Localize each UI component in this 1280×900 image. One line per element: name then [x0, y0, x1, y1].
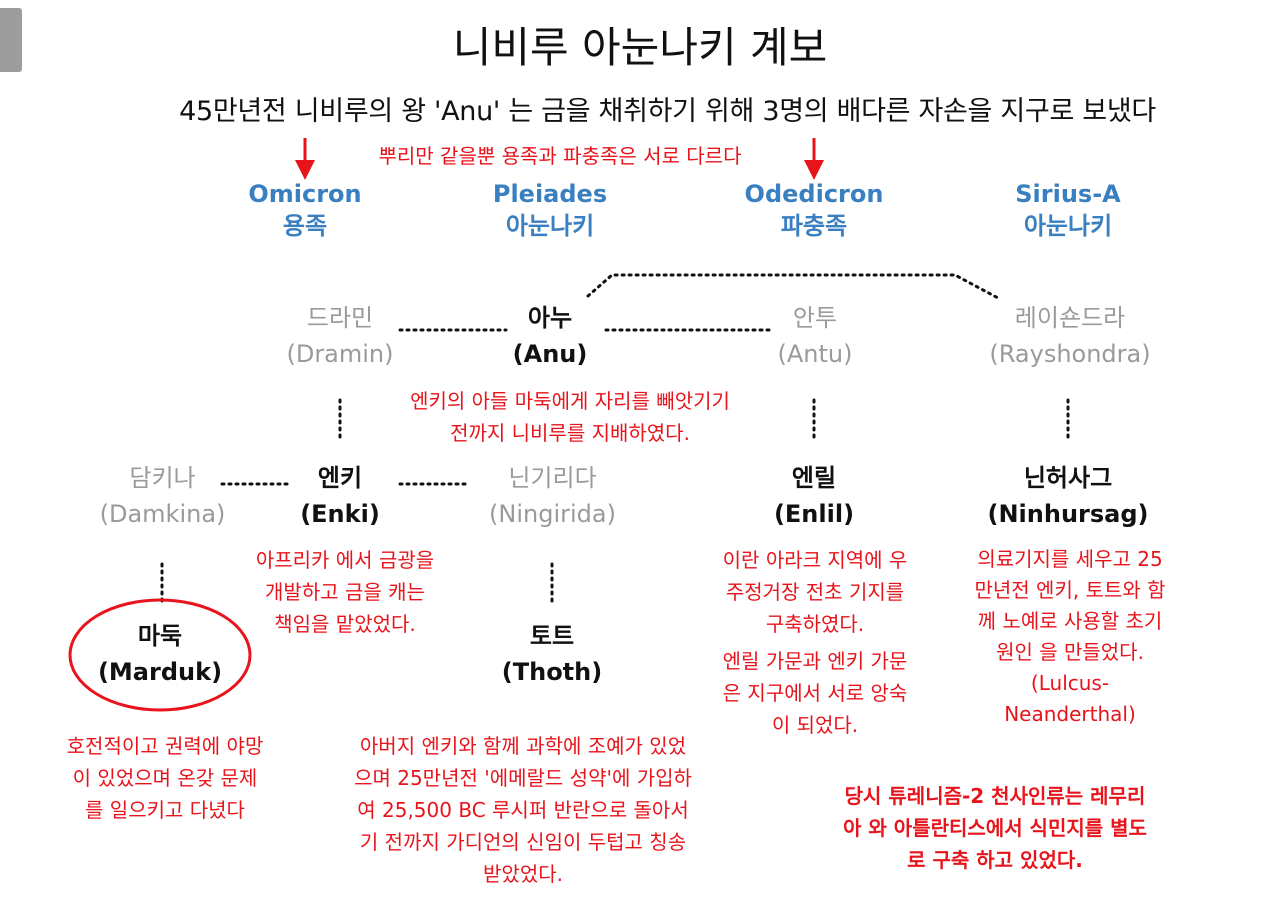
marduk-highlight-circle — [68, 598, 252, 712]
note-ninhursag: 의료기지를 세우고 25 만년전 엔키, 토트와 함 께 노예로 사용할 초기 … — [945, 544, 1195, 730]
group-name: Pleiades — [492, 180, 608, 208]
node-name-kr: 닌기리다 — [508, 464, 597, 492]
node-name-en: (Anu) — [512, 340, 588, 368]
node-name-en: (Thoth) — [501, 658, 603, 686]
node-name-kr: 담키나 — [129, 464, 196, 492]
link-anu-rayshondra — [586, 273, 1000, 300]
node-antu: 안투 (Antu) — [740, 300, 890, 372]
node-damkina: 담키나 (Damkina) — [80, 460, 245, 532]
node-enlil: 엔릴 (Enlil) — [744, 460, 884, 532]
note-line: 만년전 엔키, 토트와 함 — [974, 578, 1166, 602]
group-type: 아눈나키 — [1023, 212, 1113, 240]
node-name-en: (Ningirida) — [489, 500, 616, 528]
note-enlil-base: 이란 아라크 지역에 우 주정거장 전초 기지를 구축하였다. — [690, 544, 940, 640]
note-line: 주정거장 전초 기지를 — [725, 580, 905, 604]
arrow-odedicron — [804, 138, 824, 180]
node-name-kr: 안투 — [792, 304, 838, 332]
note-line: 엔릴 가문과 엔키 가문 — [722, 649, 908, 673]
note-line: 전까지 니비루를 지배하였다. — [450, 421, 690, 445]
node-name-kr: 아누 — [527, 304, 573, 332]
note-line: 기 전까지 가디언의 신임이 두텁고 칭송 — [359, 830, 687, 854]
node-name-en: (Ninhursag) — [987, 500, 1149, 528]
node-anu: 아누 (Anu) — [480, 300, 620, 372]
note-line: 구축하였다. — [765, 612, 865, 636]
node-name-en: (Damkina) — [99, 500, 226, 528]
group-type: 파충족 — [780, 212, 848, 240]
group-sirius-a: Sirius-A 아눈나키 — [968, 178, 1168, 242]
group-odedicron: Odedicron 파충족 — [704, 178, 924, 242]
node-name-kr: 마둑 — [137, 622, 183, 650]
note-line: Neanderthal) — [1004, 702, 1136, 726]
group-name: Omicron — [248, 180, 362, 208]
node-name-en: (Marduk) — [97, 658, 223, 686]
node-ningirida: 닌기리다 (Ningirida) — [470, 460, 635, 532]
note-root-differs: 뿌리만 같을뿐 용족과 파충족은 서로 다르다 — [378, 144, 742, 168]
page-title: 니비루 아눈나키 계보 — [452, 23, 828, 72]
note-line: 으며 25만년전 '에메랄드 성약'에 가입하 — [354, 766, 692, 790]
node-dramin: 드라민 (Dramin) — [260, 300, 420, 372]
group-omicron: Omicron 용족 — [205, 178, 405, 242]
node-name-kr: 엔키 — [317, 464, 363, 492]
node-name-en: (Enki) — [300, 500, 380, 528]
node-name-en: (Enlil) — [773, 500, 855, 528]
node-name-kr: 드라민 — [306, 304, 374, 332]
note-line: 은 지구에서 서로 앙숙 — [722, 681, 908, 705]
note-line: 께 노예로 사용할 초기 — [977, 609, 1163, 633]
group-type: 용족 — [282, 212, 328, 240]
note-line: (Lulcus- — [1030, 671, 1110, 695]
node-name-kr: 엔릴 — [791, 464, 837, 492]
note-line: 여 25,500 BC 루시퍼 반란으로 돌아서 — [357, 798, 689, 822]
note-line: 아 와 아틀란티스에서 식민지를 별도 — [843, 816, 1147, 840]
note-enki-gold: 아프리카 에서 금광을 개발하고 금을 캐는 책임을 맡았었다. — [230, 544, 460, 640]
note-line: 엔키의 아들 마둑에게 자리를 빼앗기기 — [410, 389, 730, 413]
node-name-en: (Antu) — [777, 340, 853, 368]
node-name-kr: 레이숀드라 — [1014, 304, 1126, 332]
node-name-kr: 닌허사그 — [1023, 464, 1113, 492]
note-line: 로 구축 하고 있었다. — [907, 848, 1083, 872]
note-thoth: 아버지 엔키와 함께 과학에 조예가 있었 으며 25만년전 '에메랄드 성약'… — [318, 730, 728, 890]
node-marduk: 마둑 (Marduk) — [80, 618, 240, 690]
note-line: 책임을 맡았었다. — [274, 612, 416, 636]
note-line: 의료기지를 세우고 25 — [977, 547, 1163, 571]
note-line: 이 있었으며 온갖 문제 — [72, 766, 258, 790]
node-name-kr: 토트 — [529, 622, 575, 650]
node-thoth: 토트 (Thoth) — [482, 618, 622, 690]
group-type: 아눈나키 — [505, 212, 595, 240]
note-line: 원인 을 만들었다. — [996, 640, 1144, 664]
note-marduk: 호전적이고 권력에 야망 이 있었으며 온갖 문제 를 일으키고 다녔다 — [40, 730, 290, 826]
arrow-omicron — [295, 138, 315, 180]
node-name-en: (Dramin) — [286, 340, 394, 368]
node-name-en: (Rayshondra) — [989, 340, 1151, 368]
subtitle: 45만년전 니비루의 왕 'Anu' 는 금을 채취하기 위해 3명의 배다른 … — [179, 96, 1156, 127]
side-tab[interactable] — [0, 8, 22, 72]
note-line: 당시 튜레니즘-2 천사인류는 레무리 — [844, 784, 1146, 808]
note-enki-rule: 엔키의 아들 마둑에게 자리를 빼앗기기 전까지 니비루를 지배하였다. — [330, 385, 810, 449]
note-line: 이란 아라크 지역에 우 — [722, 548, 908, 572]
node-enki: 엔키 (Enki) — [275, 460, 405, 532]
group-pleiades: Pleiades 아눈나키 — [450, 178, 650, 242]
note-line: 아버지 엔키와 함께 과학에 조예가 있었 — [359, 734, 687, 758]
note-line: 아프리카 에서 금광을 — [255, 548, 435, 572]
note-enlil-rival: 엔릴 가문과 엔키 가문 은 지구에서 서로 앙숙 이 되었다. — [690, 645, 940, 741]
note-line: 개발하고 금을 캐는 — [265, 580, 425, 604]
note-line: 를 일으키고 다녔다 — [85, 798, 245, 822]
note-bottom-colonies: 당시 튜레니즘-2 천사인류는 레무리 아 와 아틀란티스에서 식민지를 별도 … — [800, 780, 1190, 876]
group-name: Sirius-A — [1015, 180, 1121, 208]
node-ninhursag: 닌허사그 (Ninhursag) — [968, 460, 1168, 532]
note-line: 이 되었다. — [771, 713, 859, 737]
note-line: 받았었다. — [483, 862, 563, 886]
note-line: 호전적이고 권력에 야망 — [66, 734, 264, 758]
node-rayshondra: 레이숀드라 (Rayshondra) — [960, 300, 1180, 372]
group-name: Odedicron — [744, 180, 884, 208]
